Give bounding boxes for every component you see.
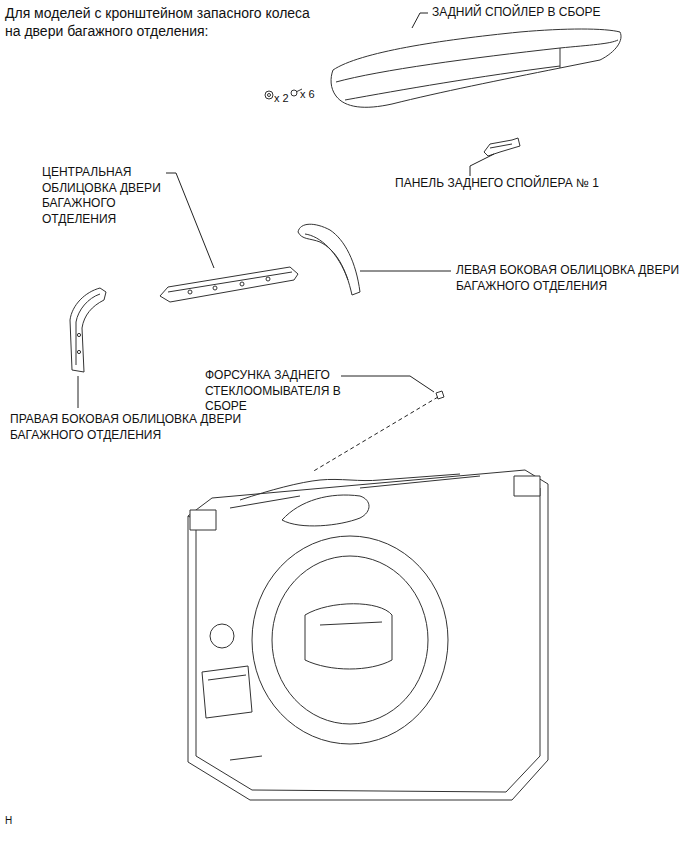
part-name: ПРАВАЯ БОКОВАЯ ОБЛИЦОВКА ДВЕРИ БАГАЖНОГО… bbox=[10, 412, 260, 443]
part-name: ФОРСУНКА ЗАДНЕГО СТЕКЛООМЫВАТЕЛЯ В СБОРЕ bbox=[205, 368, 385, 415]
left-side-trim bbox=[298, 224, 360, 295]
figure-code: H bbox=[5, 814, 25, 827]
part-name: ЦЕНТРАЛЬНАЯ ОБЛИЦОВКА ДВЕРИ БАГАЖНОГО ОТ… bbox=[42, 165, 192, 227]
quantity: x 2 bbox=[274, 91, 304, 105]
part-name: ЛЕВАЯ БОКОВАЯ ОБЛИЦОВКА ДВЕРИ БАГАЖНОГО … bbox=[456, 263, 688, 294]
right-side-trim bbox=[70, 288, 106, 372]
leader-lines bbox=[78, 13, 494, 472]
spoiler-panel bbox=[484, 138, 520, 156]
part-name: ПАНЕЛЬ ЗАДНЕГО СПОЙЛЕРА № 1 bbox=[395, 176, 610, 192]
quantity: x 6 bbox=[300, 87, 330, 101]
part-name: ЗАДНИЙ СПОЙЛЕР В СБОРЕ bbox=[432, 5, 672, 21]
note-text: Для моделей с кронштейном запасного коле… bbox=[5, 4, 325, 40]
rear-spoiler bbox=[331, 29, 621, 107]
centre-trim bbox=[160, 267, 298, 302]
back-door bbox=[188, 470, 548, 800]
